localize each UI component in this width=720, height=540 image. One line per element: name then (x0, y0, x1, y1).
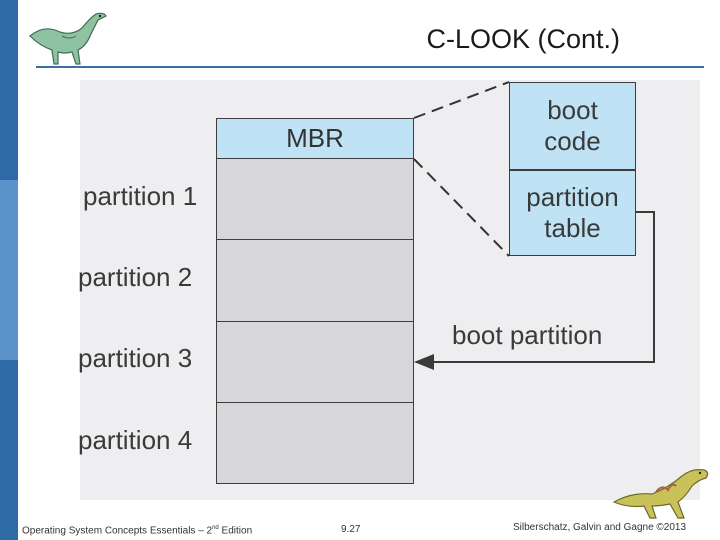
page-title: C-LOOK (Cont.) (426, 24, 620, 54)
zoom-dashed-line-bottom (413, 158, 510, 257)
side-strip-segment (0, 360, 18, 540)
boot-partition-arrow (414, 211, 655, 370)
footer-book-title-text: Operating System Concepts Essentials – 2 (22, 525, 213, 537)
dinosaur-icon (612, 469, 709, 519)
footer-book-title-suffix: Edition (218, 525, 253, 537)
boot-code-box: boot code (509, 82, 636, 170)
partition-table-box: partition table (509, 170, 636, 256)
boot-code-line: boot (547, 95, 598, 125)
side-strip-segment (0, 0, 18, 180)
partition-table-line: table (544, 213, 601, 243)
partition-1-label: partition 1 (83, 181, 198, 211)
partition-2-label: partition 2 (78, 262, 193, 292)
page-number: 9.27 (341, 524, 361, 535)
side-strip-segment (0, 180, 18, 360)
boot-partition-label: boot partition (452, 320, 603, 350)
dinosaur-icon (29, 12, 107, 65)
boot-code-line: code (544, 126, 601, 156)
partition-table-line: partition (526, 182, 619, 212)
footer-book-title: Operating System Concepts Essentials – 2… (22, 525, 252, 536)
partition-divider (216, 402, 414, 403)
side-strip (0, 0, 18, 540)
partition-divider (216, 321, 414, 322)
partition-divider (216, 239, 414, 240)
partition-3-label: partition 3 (78, 343, 193, 373)
footer-copyright: Silberschatz, Galvin and Gagne ©2013 (513, 522, 687, 533)
disk-block (216, 118, 414, 484)
partition-4-label: partition 4 (78, 425, 193, 455)
title-underline (36, 66, 704, 68)
mbr-block: MBR (216, 118, 414, 159)
footer-edition-superscript: nd (212, 525, 219, 531)
zoom-dashed-line-top (413, 81, 510, 119)
